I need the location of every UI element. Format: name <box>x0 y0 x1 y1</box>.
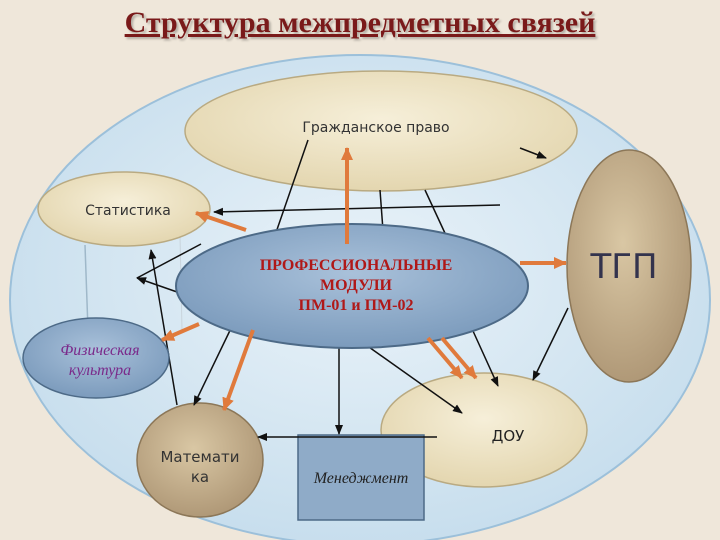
label-mathematics-line2: ка <box>191 468 209 486</box>
orange-arrow-to-math <box>222 329 255 411</box>
orange-arrow-to-physical <box>161 322 200 342</box>
label-modules-line3: ПМ-01 и ПМ-02 <box>299 297 414 314</box>
label-physical-culture-line1: Физическая <box>60 342 139 359</box>
arrow-modules-to-dou <box>358 339 463 414</box>
label-modules-line2: МОДУЛИ <box>320 277 393 294</box>
node-statistics[interactable] <box>37 171 211 247</box>
arrow-math-to-statistics <box>148 249 178 406</box>
label-modules-line1: ПРОФЕССИОНАЛЬНЫЕ <box>260 257 453 274</box>
orange-arrow-to-statistics <box>195 211 247 232</box>
orange-arrow-to-dou <box>426 336 464 380</box>
arrow-to-statistics <box>213 204 501 216</box>
orange-arrow-to-dou-2 <box>440 336 478 380</box>
faint-line <box>84 244 89 331</box>
node-civil-law[interactable] <box>184 70 578 192</box>
label-mathematics-line1: Математи <box>160 448 239 466</box>
label-physical-culture-line2: культура <box>69 362 131 379</box>
label-statistics: Статистика <box>85 203 171 219</box>
node-management[interactable] <box>297 434 425 521</box>
label-civil-law: Гражданское право <box>302 120 449 136</box>
arrow-tgp-to-dou <box>532 307 569 381</box>
line-to-statistics <box>136 243 202 279</box>
label-management: Менеджмент <box>313 470 409 487</box>
label-tgp: ТГП <box>589 247 657 287</box>
node-dou[interactable] <box>380 372 588 488</box>
arrow-civil-to-tgp <box>519 147 547 159</box>
node-tgp[interactable] <box>566 149 692 383</box>
line-civil-to-modules <box>271 139 309 245</box>
arrow-modules-to-math <box>193 317 237 406</box>
page-title: Структура межпредметных связей <box>124 6 596 39</box>
arrow-modules-to-dou-2 <box>472 330 499 387</box>
label-dou: ДОУ <box>492 427 525 445</box>
node-professional-modules[interactable] <box>175 223 529 349</box>
node-physical-culture[interactable] <box>22 317 170 399</box>
